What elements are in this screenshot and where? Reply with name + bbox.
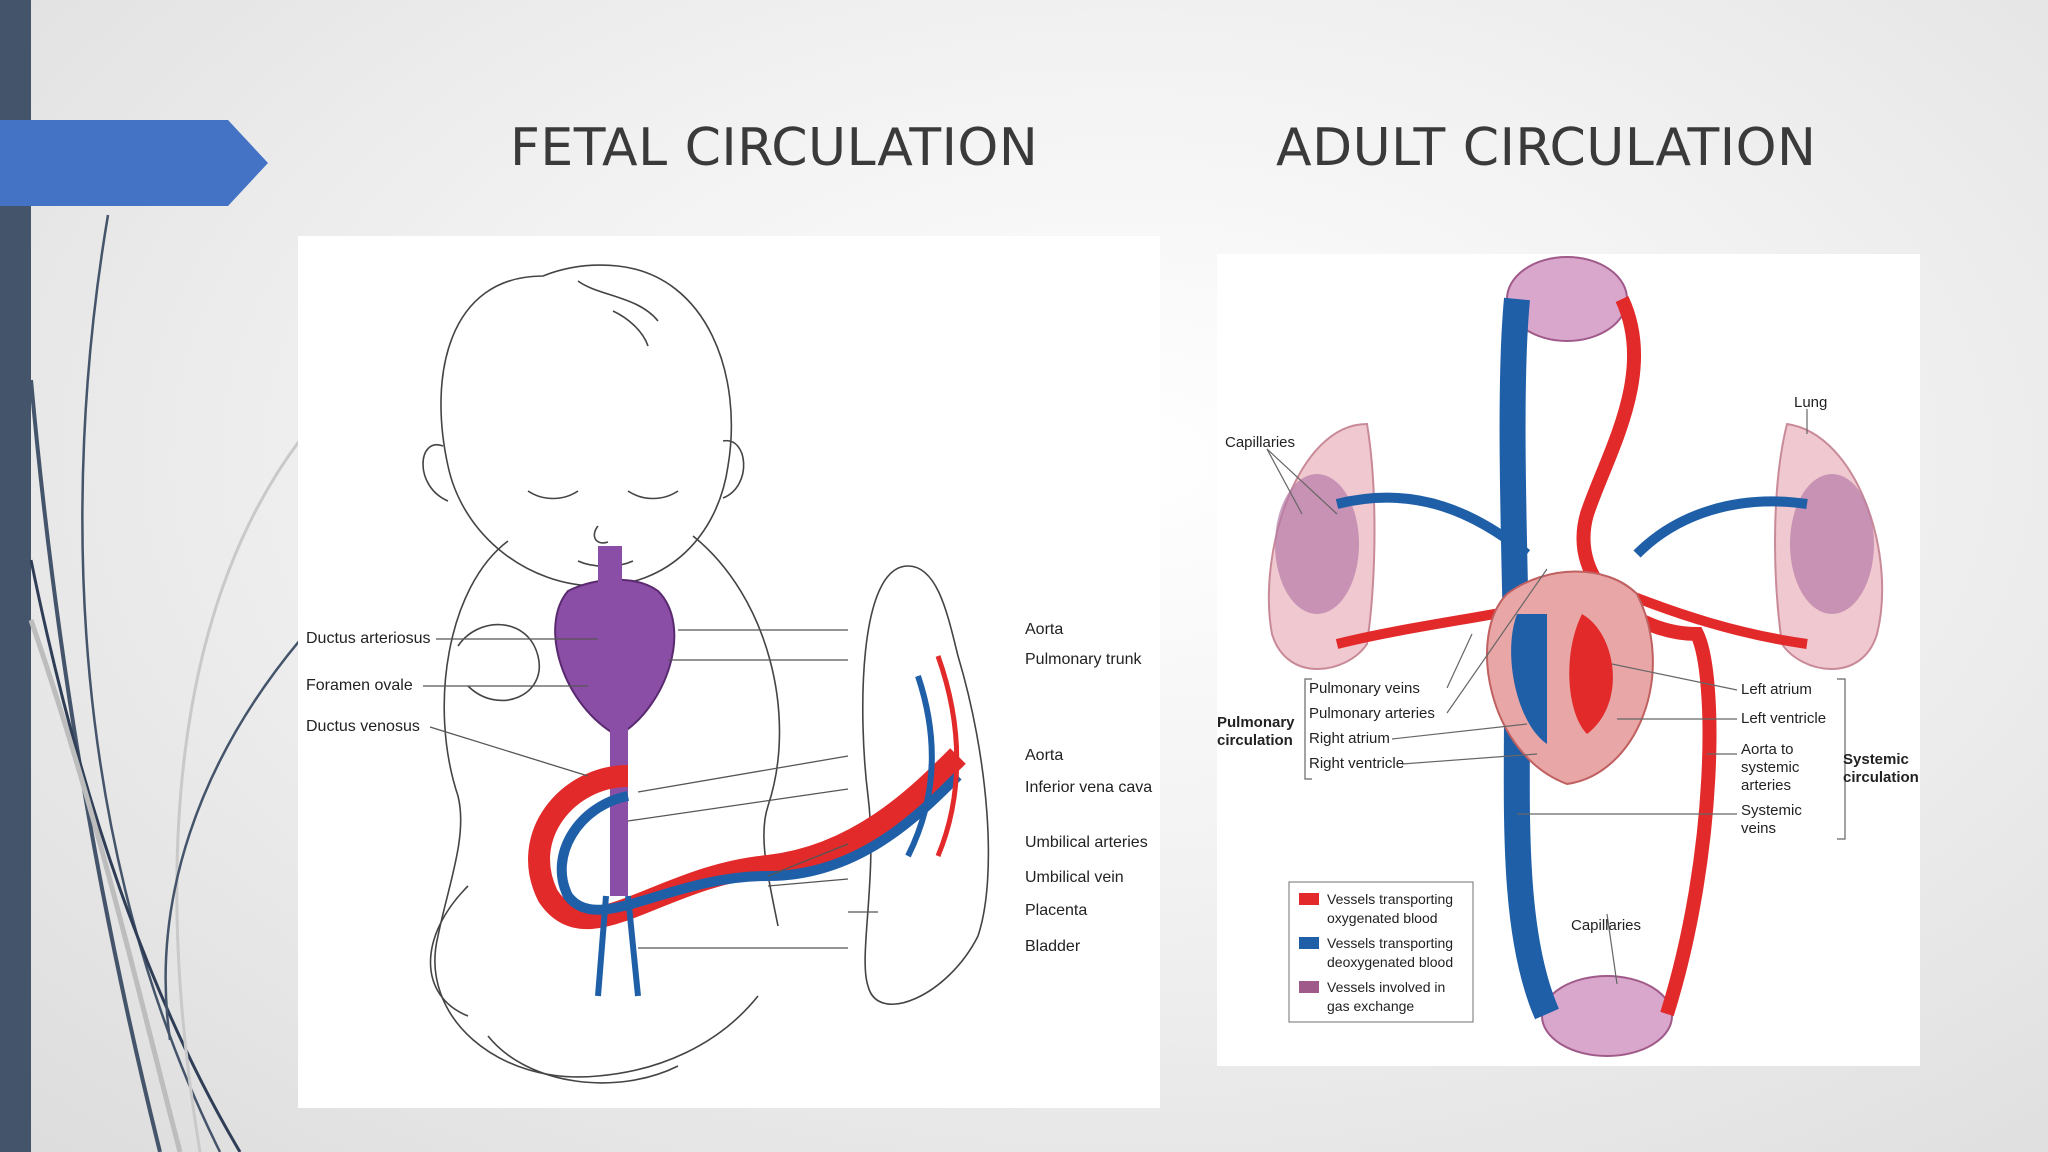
label-lung: Lung xyxy=(1794,394,1828,411)
label-bladder: Bladder xyxy=(1025,938,1081,955)
label-left-atrium: Left atrium xyxy=(1741,681,1812,698)
legend-item-deoxygenated: Vessels transporting deoxygenated blood xyxy=(1299,934,1469,972)
legend-label-deoxygenated: Vessels transporting deoxygenated blood xyxy=(1327,935,1454,970)
adult-circulation-diagram: Capillaries Lung Pulmonary veins Pulmona… xyxy=(1217,254,1920,1066)
label-right-ventricle: Right ventricle xyxy=(1309,755,1405,772)
label-ductus-arteriosus: Ductus arteriosus xyxy=(306,630,431,647)
label-aorta-upper: Aorta xyxy=(1025,621,1064,638)
label-right-atrium: Right atrium xyxy=(1309,730,1390,747)
legend-swatch-exchange xyxy=(1299,981,1319,993)
legend-label-oxygenated: Vessels transporting oxygenated blood xyxy=(1327,891,1454,926)
fetal-circulation-diagram: Ductus arteriosus Foramen ovale Ductus v… xyxy=(298,236,1160,1108)
label-capillaries-top: Capillaries xyxy=(1225,434,1296,451)
label-ductus-venosus: Ductus venosus xyxy=(306,718,420,735)
label-pulmonary-circulation: Pulmonary circulation xyxy=(1217,714,1295,749)
label-inferior-vena-cava: Inferior vena cava xyxy=(1025,779,1153,796)
label-systemic-veins: Systemic veins xyxy=(1741,802,1802,837)
legend-item-oxygenated: Vessels transporting oxygenated blood xyxy=(1299,890,1469,928)
label-pulmonary-arteries: Pulmonary arteries xyxy=(1309,705,1435,722)
fetal-illustration xyxy=(422,264,990,1084)
adult-illustration xyxy=(1266,256,1884,1057)
fetal-circulation-title: FETAL CIRCULATION xyxy=(510,118,1039,178)
label-umbilical-arteries: Umbilical arteries xyxy=(1025,834,1148,851)
legend-swatch-deoxygenated xyxy=(1299,937,1319,949)
legend-label-exchange: Vessels involved in gas exchange xyxy=(1327,979,1446,1014)
adult-circulation-title: ADULT CIRCULATION xyxy=(1276,118,1817,178)
label-capillaries-bottom: Capillaries xyxy=(1571,917,1642,934)
label-placenta: Placenta xyxy=(1025,902,1088,919)
label-pulmonary-veins: Pulmonary veins xyxy=(1309,680,1420,697)
label-systemic-circulation: Systemic circulation xyxy=(1843,751,1919,786)
label-left-ventricle: Left ventricle xyxy=(1741,710,1827,727)
decorative-curves xyxy=(28,214,300,1152)
accent-chevron xyxy=(0,120,268,206)
label-foramen-ovale: Foramen ovale xyxy=(306,677,413,694)
label-umbilical-vein: Umbilical vein xyxy=(1025,869,1124,886)
legend-item-exchange: Vessels involved in gas exchange xyxy=(1299,978,1469,1016)
label-aorta-lower: Aorta xyxy=(1025,747,1064,764)
legend: Vessels transporting oxygenated blood Ve… xyxy=(1299,890,1469,1016)
label-pulmonary-trunk: Pulmonary trunk xyxy=(1025,651,1142,668)
legend-swatch-oxygenated xyxy=(1299,893,1319,905)
label-aorta-to-systemic-arteries: Aorta to systemic arteries xyxy=(1741,741,1800,794)
